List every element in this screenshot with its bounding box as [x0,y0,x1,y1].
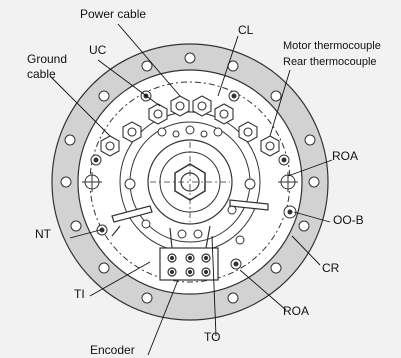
crosshair-markers [82,172,298,192]
label-roa-right: ROA [332,149,359,163]
label-encoder: Encoder [90,343,135,357]
encoder-block [159,225,219,281]
label-rear-thermocouple: Rear thermocouple [283,56,377,68]
label-motor-thermocouple: Motor thermocouple [283,40,381,52]
label-roa-bottom: ROA [283,304,310,318]
small-fittings [90,90,297,270]
label-ground-cable-line2: cable [27,67,56,81]
label-nt: NT [35,227,51,241]
center-hub [150,142,230,222]
label-cl: CL [238,23,254,37]
label-power-cable: Power cable [80,7,147,21]
thermocouple-bars [111,199,269,237]
outer-bolt-holes [60,52,320,304]
label-cr: CR [322,261,340,275]
label-ground-cable-line1: Ground [27,52,68,66]
leader-lines [49,23,333,356]
label-uc: UC [89,43,107,57]
label-ti: TI [74,287,85,301]
feedthrough-connectors [100,95,280,157]
label-oo-b: OO-B [333,213,364,227]
label-to: TO [204,330,221,344]
